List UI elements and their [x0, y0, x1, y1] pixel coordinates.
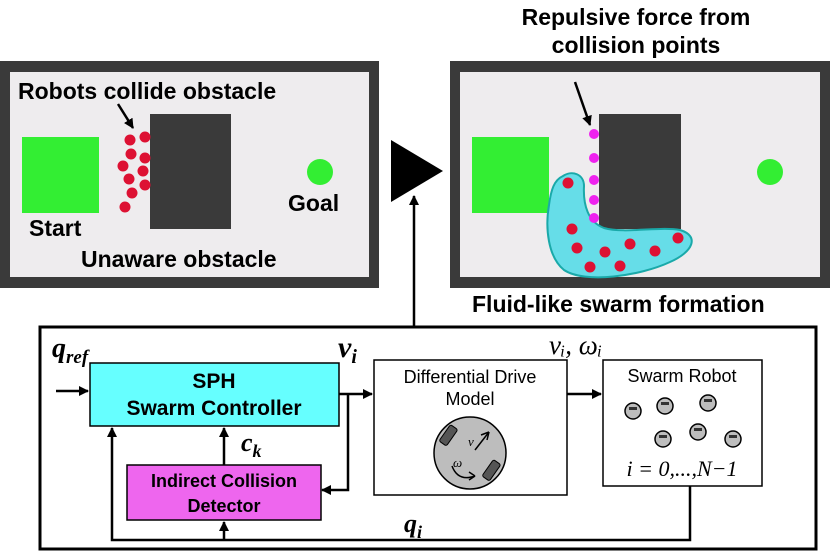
collision-detector-block [126, 464, 322, 521]
collision-point [589, 129, 599, 139]
mini-robot-icon [724, 430, 742, 448]
collision-point [589, 175, 599, 185]
mini-robot-icon [656, 397, 674, 415]
block-diagram: qref SPH Swarm Controller vi Indirect Co… [38, 195, 818, 551]
robot-dot [624, 238, 636, 250]
mini-robot-icon [624, 402, 642, 420]
dd-v-label: v [468, 434, 474, 449]
dd-omega-label: ω [453, 455, 462, 470]
goal-marker [307, 159, 333, 185]
v-omega-label: vᵢ, ωᵢ [549, 330, 602, 360]
robot-wheel [439, 424, 458, 446]
dd-label-line1: Differential Drive [404, 367, 537, 387]
collision-arrow [116, 103, 135, 129]
sph-label-line1: SPH [192, 370, 235, 393]
mini-robot-wheel [729, 435, 737, 438]
mini-robot-icon [699, 394, 717, 412]
velocity-arrow-head [480, 431, 490, 441]
robot-dot [672, 232, 684, 244]
v-to-detector-arrow [321, 394, 350, 495]
robot-dot [119, 201, 131, 213]
robots-group [562, 177, 684, 273]
obstacle [150, 114, 231, 229]
right-caption-bottom: Fluid-like swarm formation [472, 291, 765, 317]
robot-dot [139, 152, 151, 164]
block-diagram-frame [38, 325, 818, 551]
robot-body [433, 416, 507, 490]
collision-point [589, 213, 599, 223]
collision-point [589, 195, 599, 205]
robot-dot [571, 242, 583, 254]
detector-label-line1: Indirect Collision [151, 471, 297, 491]
c-k-label: ck [241, 428, 262, 461]
swarm-icon-wheels [629, 399, 737, 438]
robot-dot [584, 261, 596, 273]
robot-dot [562, 177, 574, 189]
goal-marker [757, 159, 783, 185]
swarm-title: Swarm Robot [627, 366, 736, 386]
robot-dot [566, 223, 578, 235]
right-caption-top-line1: Repulsive force from [522, 4, 751, 30]
robot-dot [599, 246, 611, 258]
mini-robot-icon [689, 423, 707, 441]
robot-dot [614, 260, 626, 272]
right-scene: Repulsive force from collision points Fl… [450, 4, 830, 317]
start-area [22, 137, 99, 213]
velocity-arrow [474, 431, 490, 451]
robot-dot [139, 179, 151, 191]
robot-dot [126, 187, 138, 199]
rotation-arrow-icon [451, 465, 476, 479]
dd-label-line2: Model [445, 389, 494, 409]
collision-points [589, 129, 599, 223]
goal-label: Goal [288, 190, 339, 216]
mini-robot-wheel [704, 399, 712, 402]
robot-dot [139, 131, 151, 143]
mini-robot-wheel [694, 428, 702, 431]
robot-dot [137, 165, 149, 177]
obstacle [599, 114, 681, 229]
start-area [472, 137, 549, 213]
detector-label-line2: Detector [187, 496, 260, 516]
robot-dot [125, 148, 137, 160]
robots-group [117, 131, 151, 213]
start-label: Start [29, 215, 82, 241]
robot-icon: v ω [433, 416, 507, 490]
mini-robot-wheel [659, 435, 667, 438]
play-arrow-icon [391, 140, 443, 202]
q-ref-label: qref [52, 333, 90, 368]
sph-controller-block [89, 362, 340, 427]
swarm-robot-block [602, 359, 763, 487]
mini-robot-wheel [661, 402, 669, 405]
collision-point [589, 153, 599, 163]
sph-label-line2: Swarm Controller [126, 397, 301, 420]
robot-dot [117, 160, 129, 172]
right-caption-top-line2: collision points [552, 32, 721, 58]
repulsive-arrow [573, 81, 592, 126]
obstacle-label: Unaware obstacle [81, 246, 277, 272]
v-i-label: vi [338, 331, 357, 368]
rotation-arrow-head [468, 471, 476, 481]
q-i-feedback-arrow [107, 427, 692, 542]
robot-wheel [482, 459, 501, 481]
robot-dot [124, 134, 136, 146]
left-caption-top: Robots collide obstacle [18, 78, 276, 104]
swarm-index-label: i = 0,...,N−1 [627, 456, 738, 481]
mini-robot-wheel [629, 407, 637, 410]
left-scene: Robots collide obstacle Start Goal Unawa… [0, 61, 379, 288]
robot-dot [123, 173, 135, 185]
mini-robot-icon [654, 430, 672, 448]
q-i-label: qi [404, 509, 422, 542]
robot-dot [649, 245, 661, 257]
